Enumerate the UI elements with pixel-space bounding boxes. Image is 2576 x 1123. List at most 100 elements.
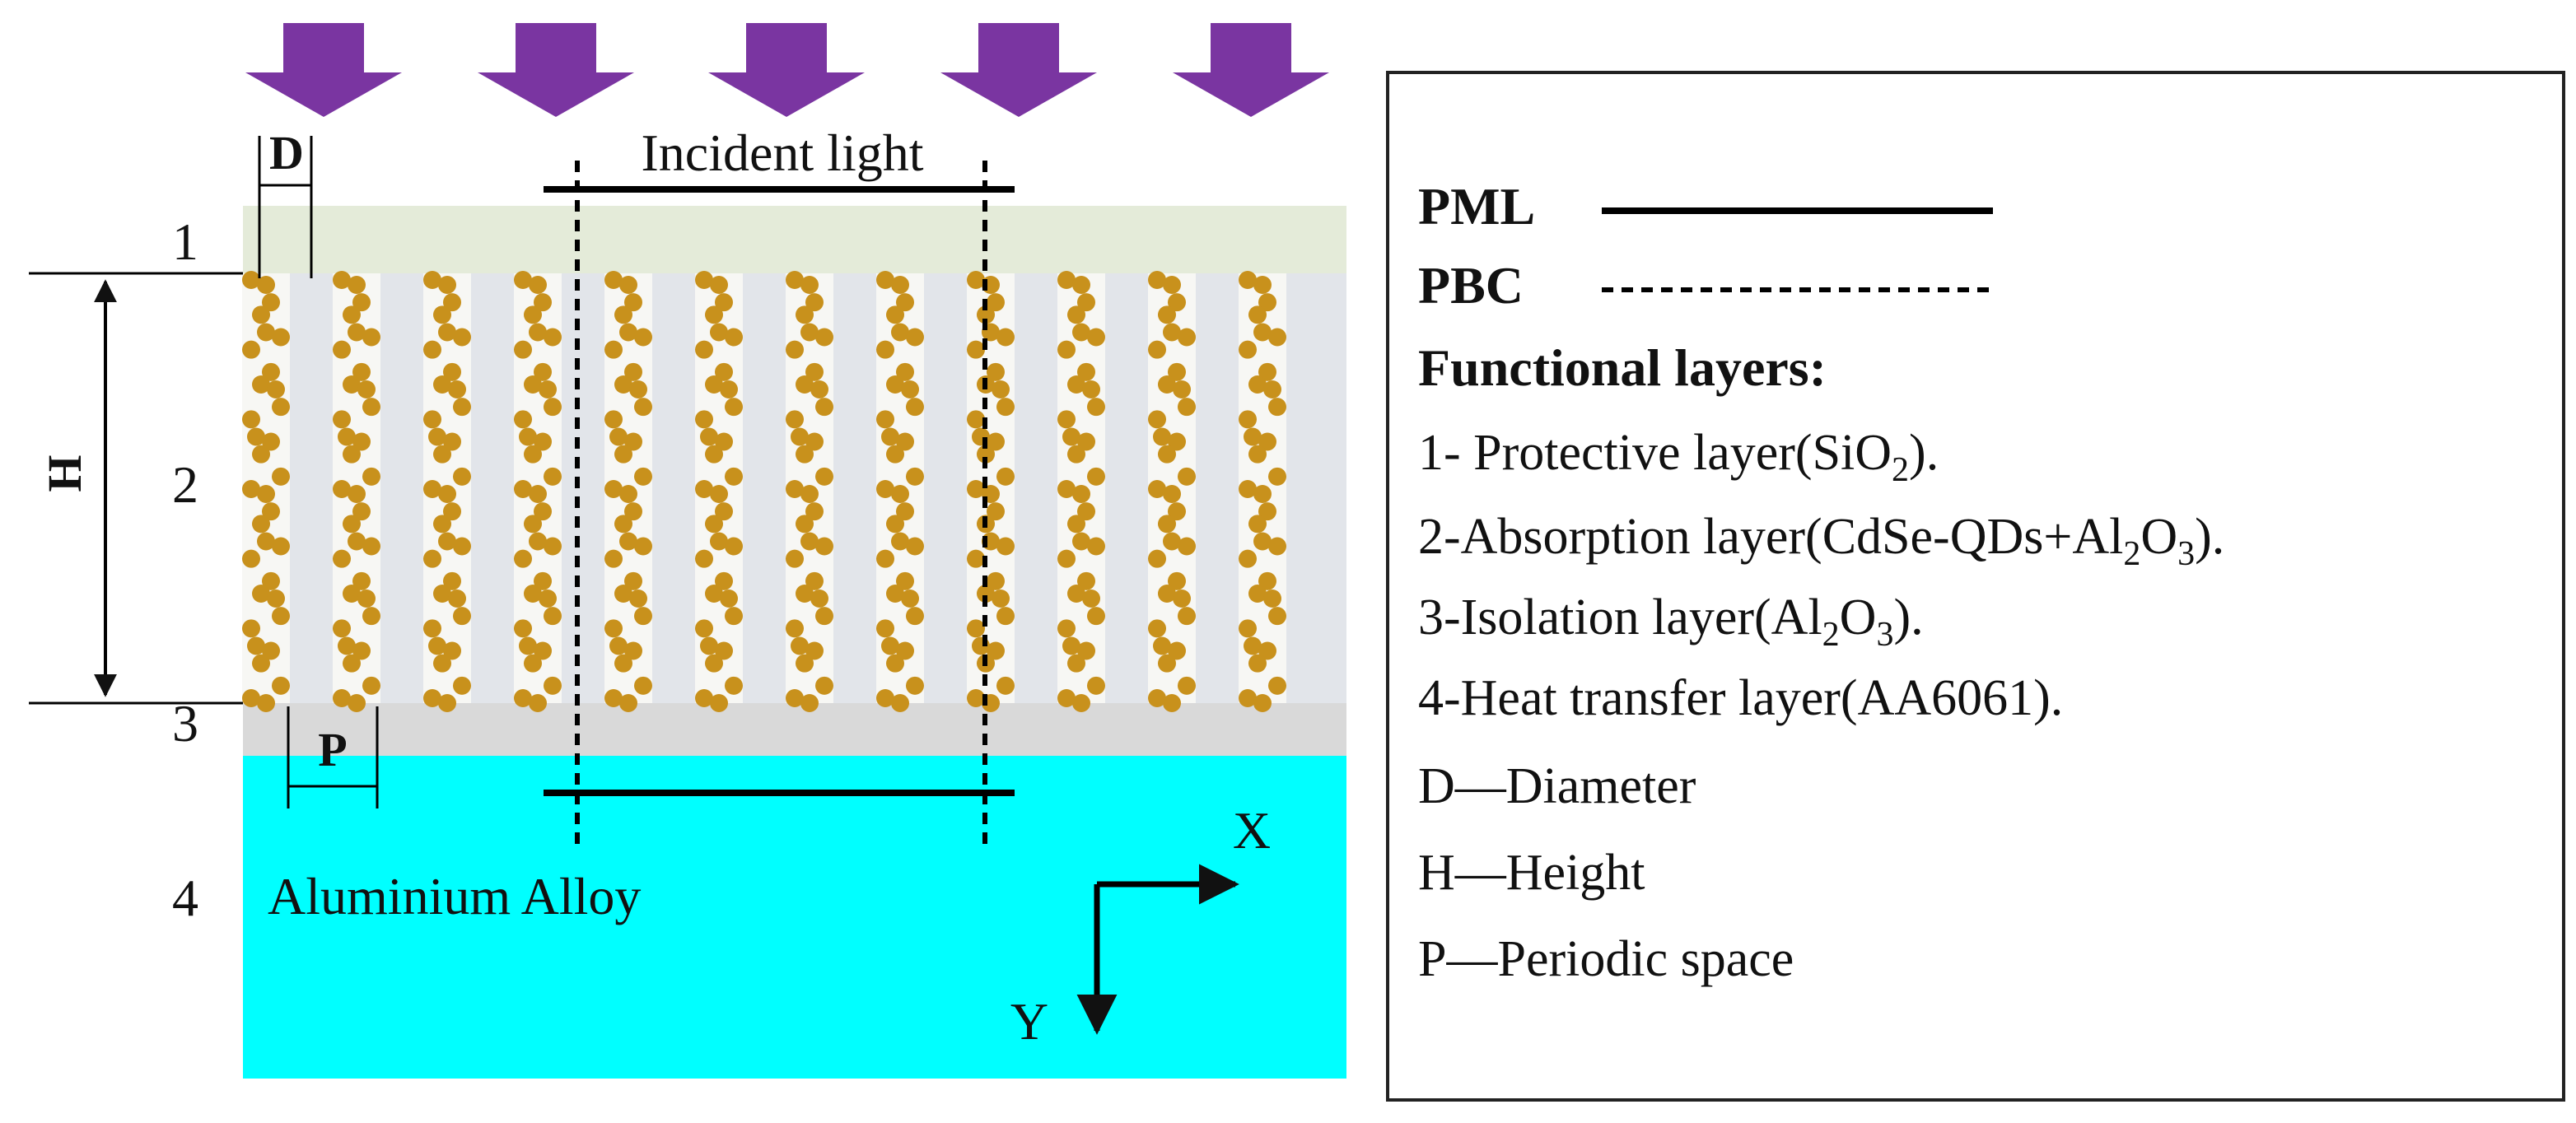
quantum-dot [534, 502, 552, 521]
quantum-dot [529, 694, 547, 712]
quantum-dot [614, 585, 632, 603]
legend-layer-3: 3-Isolation layer(Al2O3). [1418, 589, 1924, 654]
quantum-dot [272, 607, 290, 626]
quantum-dot [1163, 276, 1181, 294]
quantum-dot [815, 537, 833, 556]
quantum-dot [247, 427, 265, 446]
quantum-dot [901, 380, 919, 398]
quantum-dot [338, 636, 356, 655]
quantum-dot [343, 585, 361, 603]
quantum-dot [252, 585, 270, 603]
legend-box [1386, 71, 2565, 1102]
quantum-dot [262, 293, 280, 312]
quantum-dot [544, 328, 562, 347]
quantum-dot [700, 636, 718, 655]
quantum-dot [352, 502, 371, 521]
quantum-dot [1082, 380, 1100, 398]
quantum-dot [886, 305, 904, 324]
quantum-dot [996, 467, 1015, 486]
quantum-dot [810, 380, 828, 398]
isolation-layer [243, 703, 1346, 756]
quantum-dot [529, 276, 547, 294]
quantum-dot [428, 427, 446, 446]
quantum-dot [996, 537, 1015, 556]
quantum-dot [619, 485, 637, 503]
quantum-dot [1258, 432, 1276, 451]
quantum-dot [796, 515, 814, 534]
quantum-dot [1077, 641, 1095, 660]
quantum-dot [362, 467, 380, 486]
quantum-dot [1067, 654, 1085, 673]
quantum-dot [705, 654, 723, 673]
quantum-dot [1158, 654, 1176, 673]
quantum-dot [1168, 362, 1186, 381]
quantum-dot [524, 515, 542, 534]
quantum-dot [257, 694, 275, 712]
quantum-dot [453, 467, 471, 486]
quantum-dot [1153, 427, 1171, 446]
quantum-dot [1163, 694, 1181, 712]
quantum-dot [1248, 515, 1267, 534]
quantum-dot [438, 532, 456, 551]
quantum-dot [1087, 676, 1105, 695]
quantum-dot [267, 380, 285, 398]
quantum-dot [805, 502, 824, 521]
coordinate-axes: X Y [1010, 801, 1271, 1051]
quantum-dot [252, 515, 270, 534]
quantum-dot [1173, 589, 1191, 608]
quantum-dot [715, 362, 733, 381]
quantum-dot [242, 689, 260, 707]
height-label: H [38, 454, 91, 492]
quantum-dot [977, 585, 995, 603]
quantum-dot [443, 432, 461, 451]
quantum-dot [614, 375, 632, 394]
quantum-dot [881, 636, 899, 655]
quantum-dot [539, 380, 557, 398]
quantum-dot [453, 607, 471, 626]
quantum-dot [1163, 532, 1181, 551]
quantum-dot [524, 654, 542, 673]
quantum-dot [272, 398, 290, 417]
quantum-dot [906, 467, 924, 486]
quantum-dot [796, 375, 814, 394]
quantum-dot [634, 676, 652, 695]
quantum-dot [786, 340, 804, 359]
quantum-dot [891, 276, 909, 294]
quantum-dot [534, 641, 552, 660]
quantum-dot [987, 571, 1005, 590]
quantum-dot [262, 362, 280, 381]
quantum-dot [1253, 323, 1272, 342]
legend-height-def: H—Height [1418, 845, 1645, 901]
quantum-dot [448, 589, 466, 608]
quantum-dot [876, 410, 894, 429]
quantum-dot [624, 362, 642, 381]
quantum-dot [876, 271, 894, 289]
quantum-dot [815, 607, 833, 626]
protective-layer [243, 206, 1346, 273]
quantum-dot [695, 619, 713, 638]
quantum-dot [604, 619, 623, 638]
quantum-dot [252, 654, 270, 673]
quantum-dot [433, 585, 451, 603]
quantum-dot [1248, 305, 1267, 324]
quantum-dot [604, 410, 623, 429]
quantum-dot [514, 619, 532, 638]
quantum-dot [725, 676, 743, 695]
quantum-dot [514, 480, 532, 498]
quantum-dot [1077, 571, 1095, 590]
quantum-dot [876, 549, 894, 568]
quantum-dot [1253, 276, 1272, 294]
quantum-dot [343, 654, 361, 673]
quantum-dot [906, 328, 924, 347]
quantum-dot [333, 480, 351, 498]
quantum-dot [619, 323, 637, 342]
quantum-dot [352, 293, 371, 312]
quantum-dot [348, 532, 366, 551]
quantum-dot [886, 375, 904, 394]
diameter-dimension: D [258, 126, 313, 278]
quantum-dot [1158, 585, 1176, 603]
quantum-dot [624, 571, 642, 590]
quantum-dot [514, 340, 532, 359]
quantum-dot [1168, 571, 1186, 590]
quantum-dot [815, 467, 833, 486]
